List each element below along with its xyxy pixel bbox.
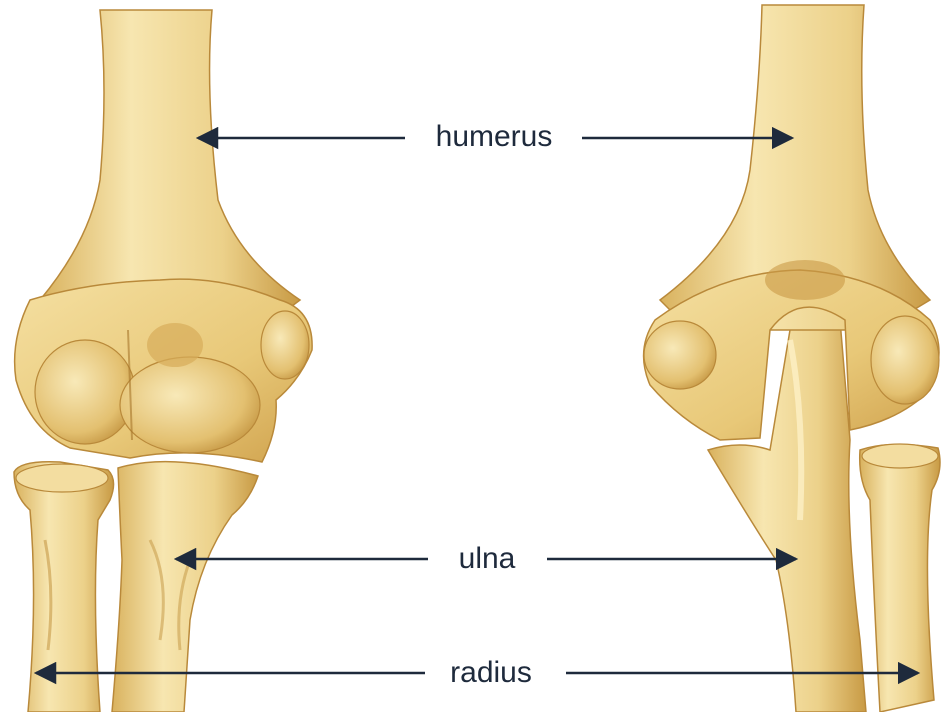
radius-label: radius <box>444 656 538 690</box>
anterior-view <box>14 10 312 712</box>
ulna-bone-left <box>112 462 258 712</box>
posterior-view <box>644 5 940 712</box>
humerus-label: humerus <box>430 120 559 154</box>
ulna-label: ulna <box>453 542 522 576</box>
radius-head-left <box>16 464 108 492</box>
radius-bone-left <box>14 462 114 712</box>
